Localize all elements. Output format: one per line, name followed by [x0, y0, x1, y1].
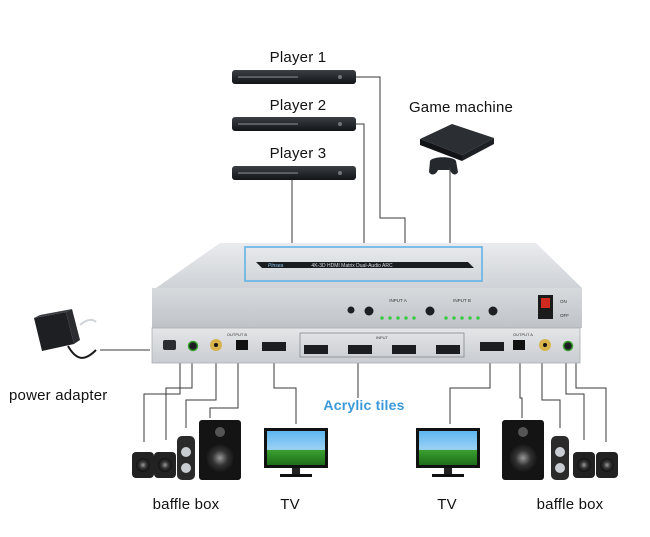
- led-row-a: [380, 316, 416, 320]
- player-2: [232, 117, 356, 131]
- port-hdmi-out-a: [480, 342, 504, 351]
- power-switch-off: OFF: [560, 313, 569, 318]
- led-row-b: [444, 316, 480, 320]
- front-ir-sensor: [347, 306, 355, 314]
- tv-left-icon: [264, 428, 328, 477]
- speaker-set-right: [502, 420, 618, 480]
- tv-right-icon: [416, 428, 480, 477]
- front-button-arc: [488, 306, 498, 316]
- port-audio-b: [187, 340, 199, 352]
- port-hdmi-in-3: [392, 345, 416, 354]
- port-dc5v: [163, 340, 176, 350]
- front-button-a: [364, 306, 374, 316]
- power-switch-on: ON: [560, 299, 567, 304]
- port-hdmi-in-2: [348, 345, 372, 354]
- device-brand-text: Pinsea: [268, 263, 284, 269]
- front-button-b: [425, 306, 435, 316]
- rear-label-input: INPUT: [376, 335, 389, 340]
- player-1: [232, 70, 356, 84]
- front-group-input-b: INPUT B: [453, 298, 471, 303]
- power-adapter-icon: [34, 309, 97, 359]
- label-baffle-box-right: baffle box: [536, 496, 604, 513]
- label-player-1: Player 1: [269, 49, 327, 66]
- port-spdif-a: [513, 340, 525, 350]
- device-model-text: 4K-3D HDMI Matrix Dual-Audio ARC: [311, 263, 393, 269]
- label-tv-right: TV: [437, 496, 457, 513]
- port-hdmi-in-1: [304, 345, 328, 354]
- label-tv-left: TV: [280, 496, 300, 513]
- port-hdmi-out-b: [262, 342, 286, 351]
- label-acrylic-tiles: Acrylic tiles: [323, 397, 405, 413]
- speaker-set-left: [132, 420, 241, 480]
- rear-label-output-a: OUTPUT A: [513, 332, 533, 337]
- rear-label-output-b: OUTPUT B: [227, 332, 247, 337]
- hdmi-matrix-device: 4K-3D HDMI Matrix Dual-Audio ARC Pinsea …: [151, 243, 582, 364]
- port-audio-a: [562, 340, 574, 352]
- rear-input-frame: [299, 332, 465, 358]
- label-power-adapter: power adapter: [9, 387, 108, 404]
- label-game-machine: Game machine: [408, 99, 514, 116]
- label-player-3: Player 3: [269, 145, 327, 162]
- port-hdmi-in-4: [436, 345, 460, 354]
- label-baffle-box-left: baffle box: [152, 496, 220, 513]
- front-group-input-a: INPUT A: [389, 298, 406, 303]
- port-spdif-b: [236, 340, 248, 350]
- game-machine-icon: [420, 124, 494, 175]
- player-3: [232, 166, 356, 180]
- label-player-2: Player 2: [269, 97, 327, 114]
- acrylic-highlight-box: [244, 246, 483, 282]
